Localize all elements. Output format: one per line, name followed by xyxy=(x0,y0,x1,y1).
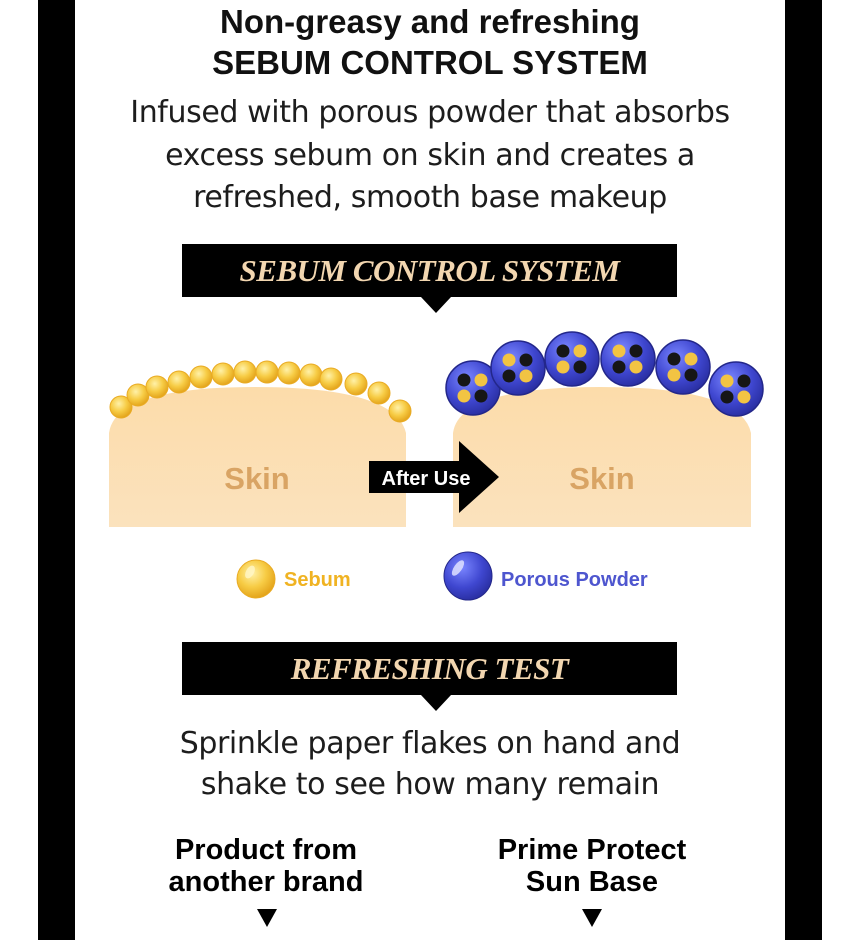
after-use-arrow: After Use xyxy=(369,441,499,513)
powder-particle xyxy=(490,340,546,396)
sebum-droplet xyxy=(367,381,391,405)
sebum-droplet xyxy=(189,365,213,389)
refreshing-test-banner: REFRESHING TEST xyxy=(182,642,677,711)
sebum-control-diagram: Skin Skin After Use xyxy=(109,331,764,601)
sebum-droplet xyxy=(299,363,323,387)
sebum-legend-icon xyxy=(236,559,276,599)
powder-particle xyxy=(544,331,600,387)
powder-legend-icon xyxy=(443,551,493,601)
sebum-droplet xyxy=(233,360,257,384)
left-frame-bar xyxy=(38,0,75,940)
comparison-right-title: Prime Protect Sun Base xyxy=(462,834,722,898)
description-line-2: excess sebum on skin and creates a xyxy=(165,138,695,173)
banner-pointer xyxy=(421,695,451,711)
sebum-droplet xyxy=(167,370,191,394)
sebum-droplet xyxy=(319,367,343,391)
porous-powder-particles xyxy=(445,331,764,417)
sebum-droplet xyxy=(109,395,133,419)
legend-sebum: Sebum xyxy=(236,559,351,599)
after-use-label: After Use xyxy=(382,468,471,490)
sebum-control-banner-label: SEBUM CONTROL SYSTEM xyxy=(239,253,620,288)
skin-label-after: Skin xyxy=(569,461,634,496)
skin-block-before xyxy=(109,387,406,527)
product-info-panel: Non-greasy and refreshing SEBUM CONTROL … xyxy=(75,0,785,940)
sebum-legend-label: Sebum xyxy=(284,569,351,591)
refreshing-test-banner-label: REFRESHING TEST xyxy=(290,651,569,686)
sebum-droplet xyxy=(211,362,235,386)
comparison-left-title: Product from another brand xyxy=(136,834,396,898)
skin-label-before: Skin xyxy=(224,461,289,496)
right-frame-bar xyxy=(785,0,822,940)
sebum-droplet xyxy=(145,375,169,399)
powder-particle xyxy=(708,361,764,417)
description-line-1: Infused with porous powder that absorbs xyxy=(130,95,730,130)
left-title-line-2: another brand xyxy=(168,866,364,898)
right-title-line-1: Prime Protect xyxy=(497,834,687,866)
down-arrow-icon xyxy=(582,909,602,927)
sebum-droplet xyxy=(344,372,368,396)
sebum-droplet xyxy=(388,399,412,423)
left-title-line-1: Product from xyxy=(174,834,358,866)
test-description-line-1: Sprinkle paper flakes on hand and xyxy=(179,726,681,761)
powder-legend-label: Porous Powder xyxy=(501,569,648,591)
sebum-droplet xyxy=(255,360,279,384)
sebum-droplet xyxy=(277,361,301,385)
sebum-control-banner: SEBUM CONTROL SYSTEM xyxy=(182,244,677,313)
description-line-3: refreshed, smooth base makeup xyxy=(193,180,667,215)
legend-powder: Porous Powder xyxy=(443,551,648,601)
headline-line-2: SEBUM CONTROL SYSTEM xyxy=(212,44,648,81)
powder-particle xyxy=(655,339,711,395)
sebum-droplets xyxy=(109,360,412,423)
skin-block-after xyxy=(453,387,751,527)
test-description-line-2: shake to see how many remain xyxy=(200,767,660,802)
down-arrow-icon xyxy=(257,909,277,927)
right-title-line-2: Sun Base xyxy=(525,866,659,898)
powder-particle xyxy=(600,331,656,387)
headline-line-1: Non-greasy and refreshing xyxy=(220,3,640,40)
banner-pointer xyxy=(421,297,451,313)
